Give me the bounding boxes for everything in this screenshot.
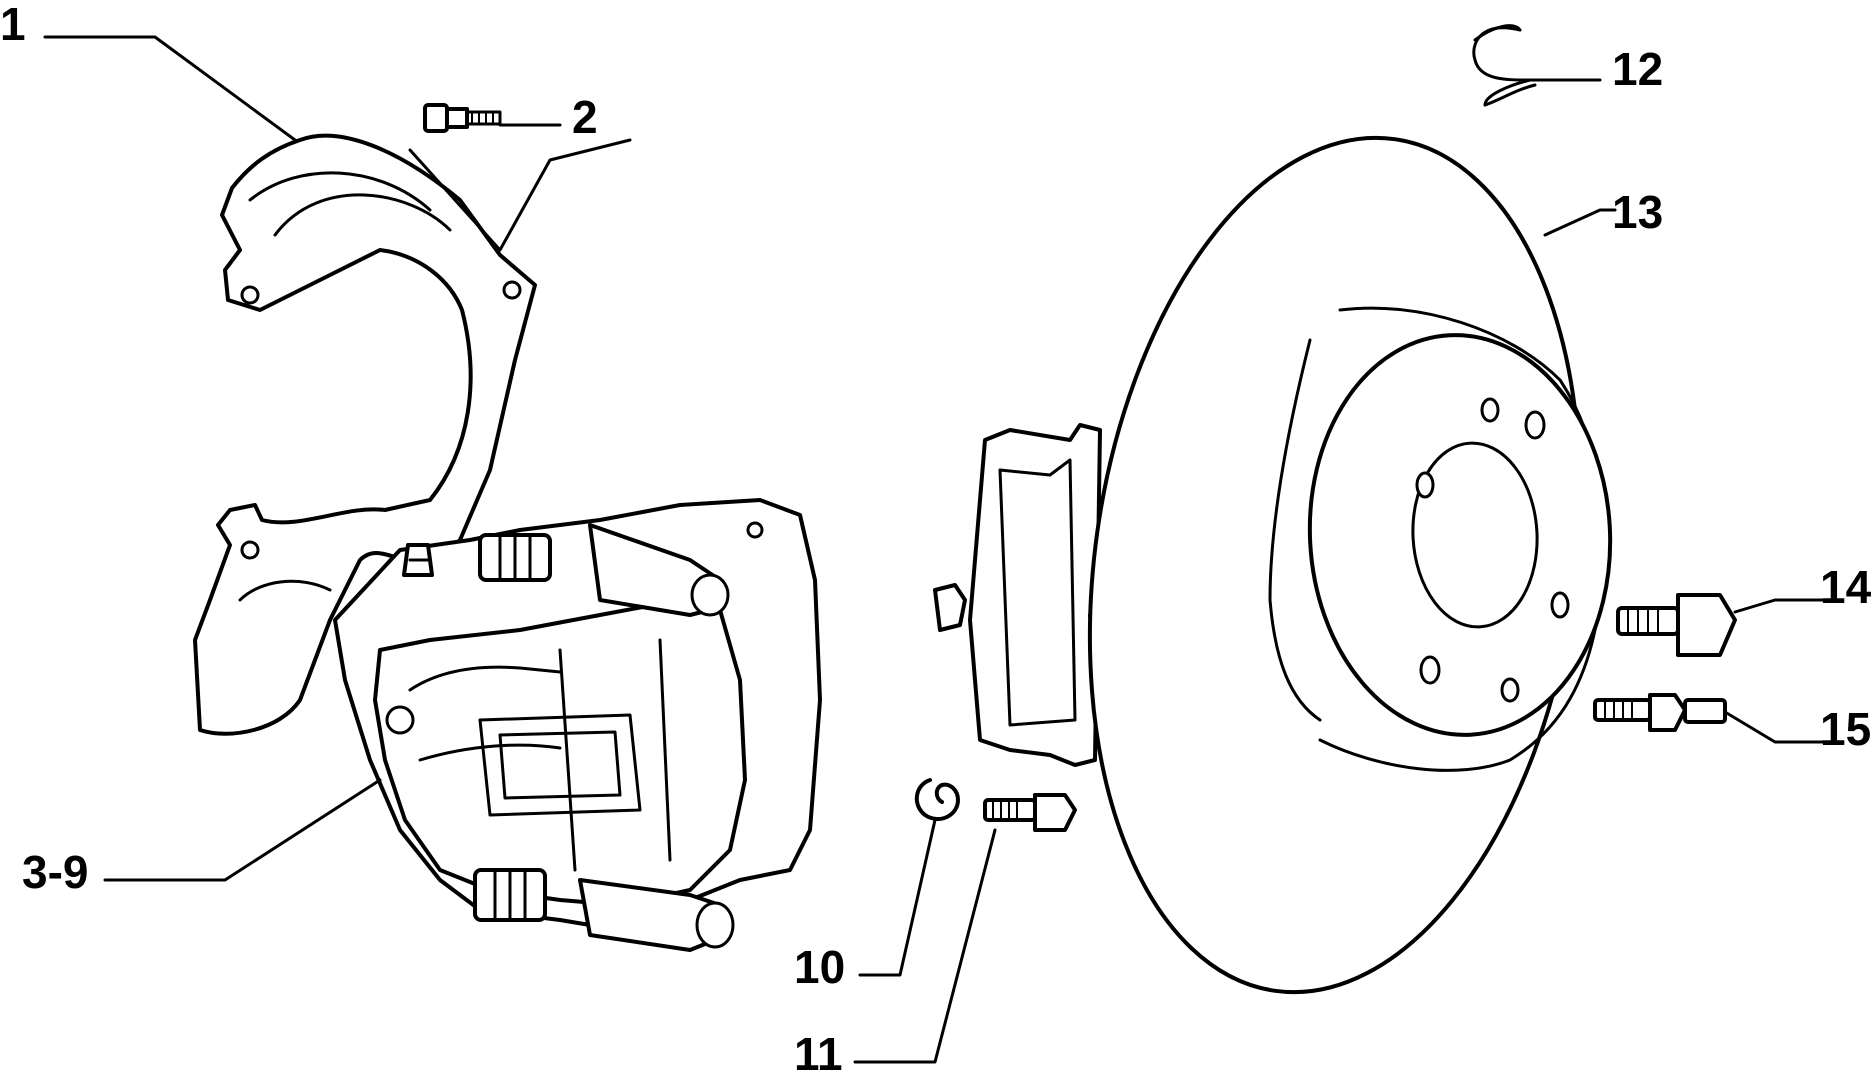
callout-10: 10 <box>794 941 845 993</box>
callout-11: 11 <box>794 1028 843 1074</box>
retaining-spring-part <box>1472 24 1537 107</box>
callout-13: 13 <box>1612 186 1663 238</box>
callout-2: 2 <box>572 91 598 143</box>
dust-shield-part <box>193 133 537 736</box>
hex-bolt-part <box>1616 593 1737 657</box>
caliper-bolt-part <box>983 793 1077 832</box>
spring-clip-part <box>914 778 960 821</box>
stud-bolt-part <box>1593 693 1727 732</box>
callout-15: 15 <box>1820 703 1871 755</box>
caliper-assembly-part <box>333 498 822 952</box>
bolt-pair-part <box>423 103 502 133</box>
callout-3-9: 3-9 <box>22 846 88 898</box>
callout-14: 14 <box>1820 561 1872 613</box>
callout-1: 1 <box>0 0 26 50</box>
callout-12: 12 <box>1612 43 1663 95</box>
brake-disc-part <box>1087 135 1613 995</box>
leader-lines <box>43 35 1827 1064</box>
